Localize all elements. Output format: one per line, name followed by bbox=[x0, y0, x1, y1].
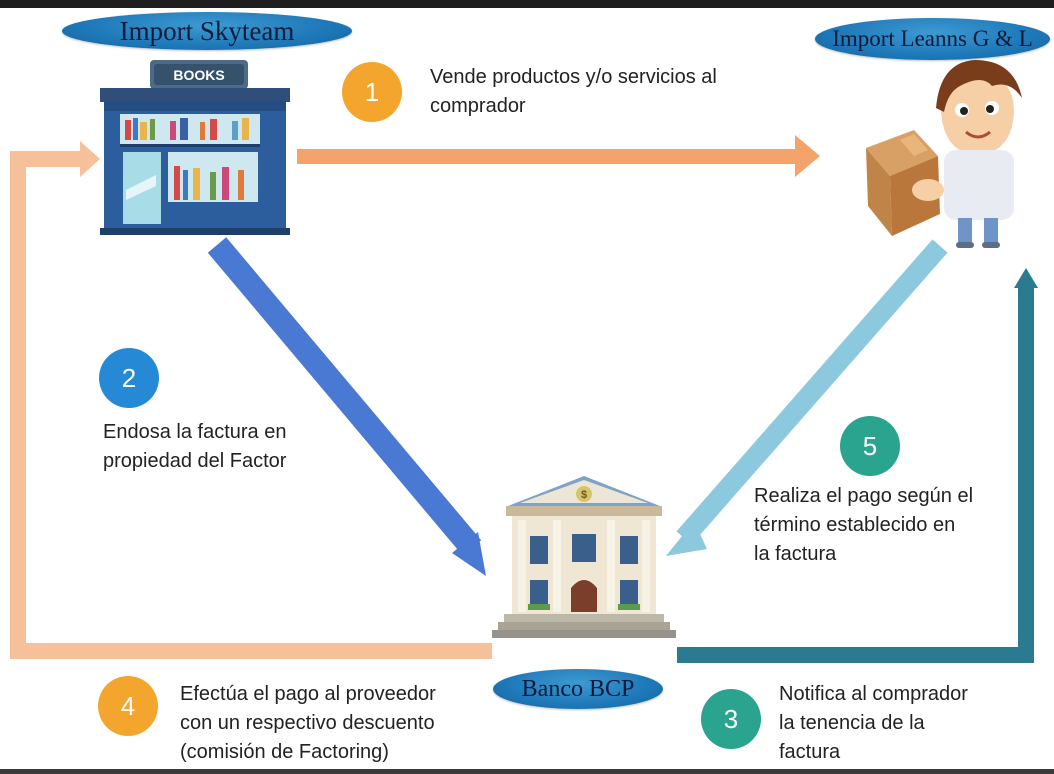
step-5-text: Realiza el pago según el término estable… bbox=[754, 482, 973, 569]
step-2-line-2: propiedad del Factor bbox=[103, 450, 287, 472]
arrow-step-1 bbox=[297, 135, 820, 177]
arrow-step-3 bbox=[677, 268, 1038, 663]
step-1-line-2: comprador bbox=[430, 95, 526, 117]
step-1-badge: 1 bbox=[342, 62, 402, 122]
step-3-badge: 3 bbox=[701, 689, 761, 749]
arrow-step-2 bbox=[207, 237, 486, 576]
step-5-line-3: la factura bbox=[754, 543, 837, 565]
step-4-line-3: (comisión de Factoring) bbox=[180, 741, 389, 763]
bank-label: Banco BCP bbox=[493, 669, 663, 709]
step-4-badge: 4 bbox=[98, 676, 158, 736]
step-2-text: Endosa la factura en propiedad del Facto… bbox=[103, 418, 286, 476]
step-3-line-2: la tenencia de la bbox=[779, 712, 925, 734]
bookstore-illustration: BOOKS bbox=[100, 60, 290, 235]
arrow-step-4 bbox=[10, 141, 492, 659]
step-2-line-1: Endosa la factura en bbox=[103, 421, 287, 443]
step-5-line-1: Realiza el pago según el bbox=[754, 485, 974, 507]
arrow-step-5 bbox=[666, 239, 948, 556]
step-3-line-3: factura bbox=[779, 741, 841, 763]
step-4-line-2: con un respectivo descuento bbox=[180, 712, 435, 734]
step-5-badge: 5 bbox=[840, 416, 900, 476]
step-3-line-1: Notifica al comprador bbox=[779, 683, 968, 705]
step-5-line-2: término establecido en bbox=[754, 514, 956, 536]
step-2-badge: 2 bbox=[99, 348, 159, 408]
step-4-line-1: Efectúa el pago al proveedor bbox=[180, 683, 436, 705]
supplier-label: Import Skyteam bbox=[62, 12, 352, 50]
step-4-text: Efectúa el pago al proveedor con un resp… bbox=[180, 680, 436, 767]
step-1-text: Vende productos y/o servicios al comprad… bbox=[430, 63, 717, 121]
step-1-line-1: Vende productos y/o servicios al bbox=[430, 66, 717, 88]
bottom-frame-border bbox=[0, 769, 1054, 774]
store-sign-text: BOOKS bbox=[173, 67, 224, 83]
buyer-person-illustration bbox=[866, 60, 1022, 248]
bank-building-illustration: $ bbox=[492, 476, 676, 638]
buyer-label: Import Leanns G & L bbox=[815, 18, 1050, 60]
top-frame-border bbox=[0, 0, 1054, 8]
bank-sign-text: $ bbox=[581, 489, 587, 501]
step-3-text: Notifica al comprador la tenencia de la … bbox=[779, 680, 968, 767]
